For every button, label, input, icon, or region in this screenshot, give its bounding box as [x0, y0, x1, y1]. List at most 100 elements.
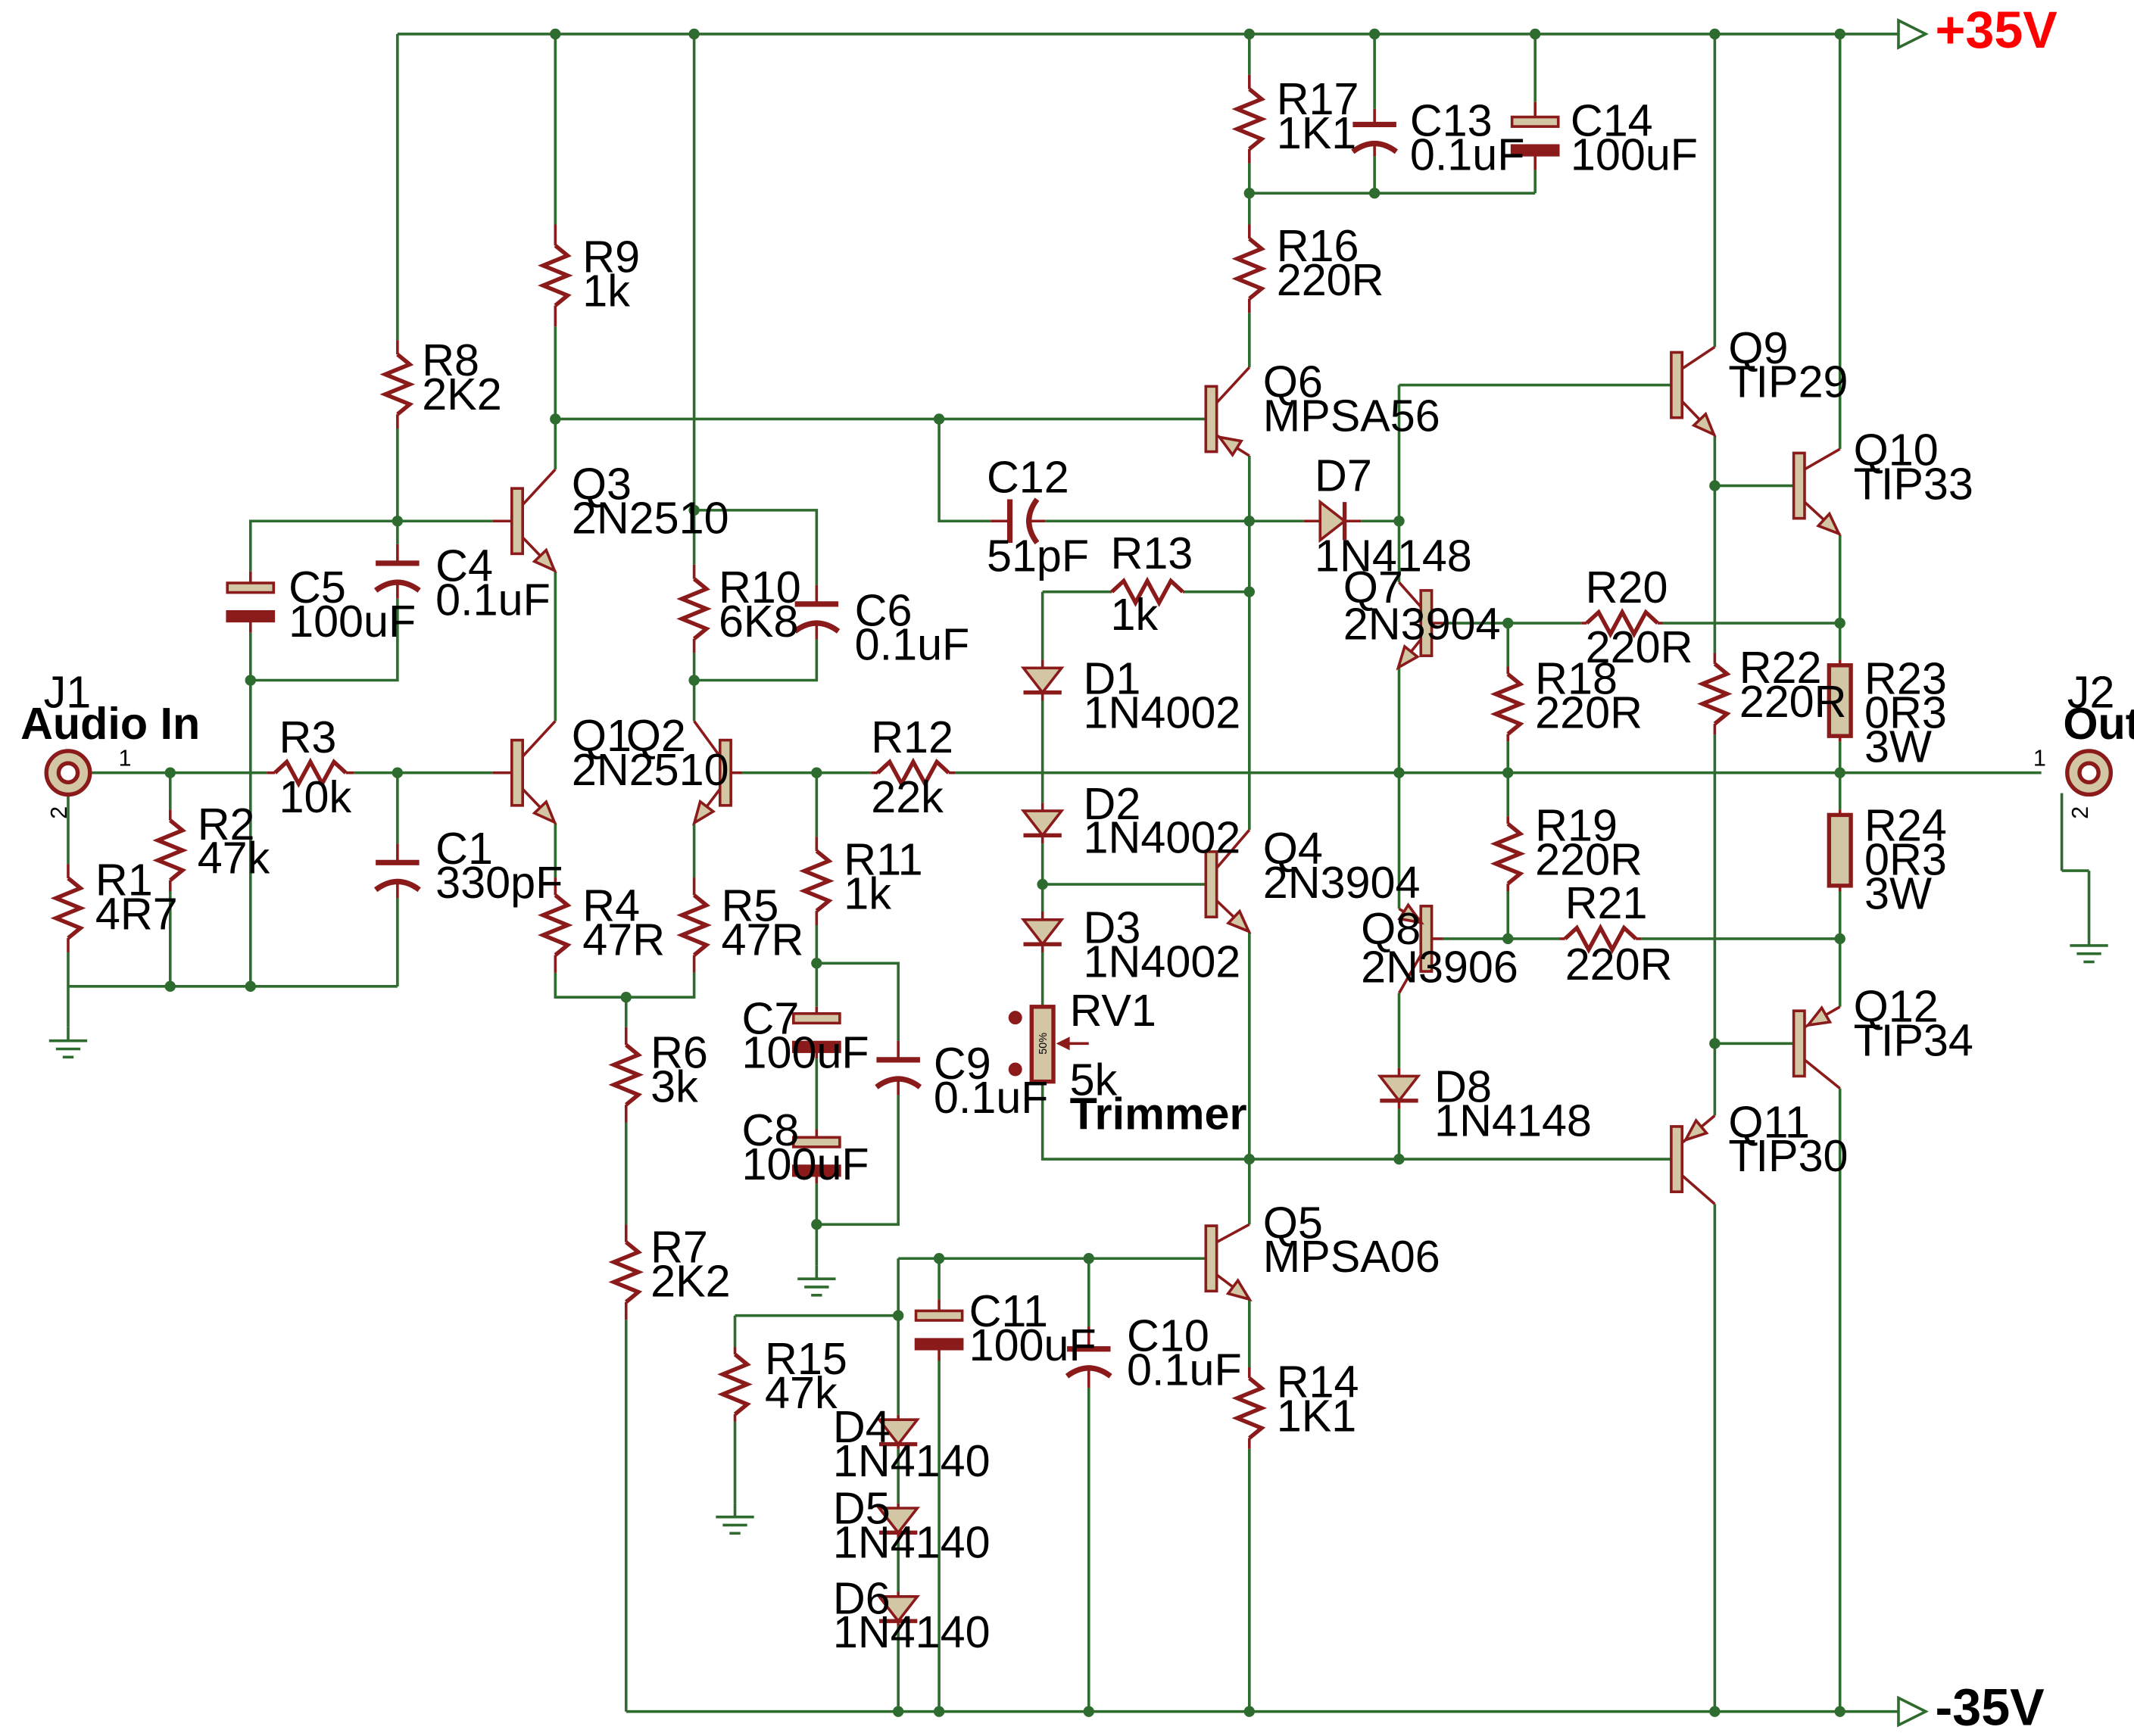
c4-value-label: 0.1uF [435, 574, 551, 625]
c11-ref-label: C11 [969, 1286, 1048, 1336]
c10-capacitor [1065, 1326, 1112, 1388]
r4-value-label: 47R [582, 915, 665, 965]
r23-resistor [1827, 659, 1853, 742]
junction-dot [933, 1253, 945, 1264]
q8-transistor [1397, 902, 1443, 994]
d6-value-label: 1N4140 [833, 1607, 991, 1657]
ground-symbol [797, 1265, 836, 1297]
r8-value-label: 2K2 [422, 369, 502, 419]
d8-diode [1377, 1067, 1421, 1109]
c7-value-label: 100uF [742, 1027, 869, 1078]
r24-resistor [1827, 809, 1853, 892]
r1-ref-label: R1 [95, 854, 153, 905]
r4-resistor [538, 877, 573, 973]
positive-rail-label: +35V [1936, 2, 2058, 59]
r12-ref-label: R12 [871, 712, 953, 762]
r23-rating-label: 3W [1864, 721, 1932, 771]
junction-dot [1083, 1253, 1094, 1264]
junction-dot [164, 980, 176, 993]
rv1-note-label: Trimmer [1070, 1089, 1247, 1139]
junction-dot [1834, 28, 1845, 40]
d4-value-label: 1N4140 [833, 1435, 991, 1486]
r2-resistor [152, 809, 189, 892]
r22-value-label: 220R [1739, 676, 1847, 727]
r10-value-label: 6K8 [719, 596, 799, 647]
junction-dot [892, 1706, 904, 1717]
d4-ref-label: D4 [833, 1401, 891, 1452]
wires [67, 18, 2091, 1728]
c4-capacitor [373, 544, 421, 599]
r24-rating-label: 3W [1864, 868, 1932, 918]
rv1-value-label: 5k [1070, 1055, 1118, 1105]
junction-dot [892, 1310, 904, 1321]
r21-ref-label: R21 [1565, 877, 1648, 928]
j2-pin2-label: 2 [2067, 806, 2093, 819]
q11-value-label: TIP30 [1728, 1130, 1848, 1181]
q8-value-label: 2N3906 [1361, 941, 1518, 992]
c12-value-label: 51pF [987, 531, 1089, 581]
r5-value-label: 47R [722, 915, 804, 965]
d2-value-label: 1N4002 [1084, 812, 1241, 863]
junction-dot [1368, 187, 1381, 199]
d1-value-label: 1N4002 [1084, 687, 1241, 737]
r11-value-label: 1k [844, 868, 891, 918]
c13-value-label: 0.1uF [1410, 129, 1525, 180]
q9-transistor [1670, 345, 1717, 438]
junction-dot [1243, 586, 1255, 597]
junction-dot [1368, 28, 1381, 40]
junction-dot [1834, 933, 1845, 945]
r16-ref-label: R16 [1277, 220, 1359, 271]
r11-resistor [799, 837, 835, 925]
r22-ref-label: R22 [1739, 642, 1822, 693]
junction-dot [1709, 28, 1721, 40]
junction-dot [1834, 767, 1845, 778]
c8-ref-label: C8 [742, 1105, 800, 1155]
junction-dot [1083, 1706, 1094, 1717]
r8-resistor [379, 340, 416, 429]
c14-value-label: 100uF [1571, 129, 1698, 180]
r9-value-label: 1k [582, 265, 630, 316]
r12-value-label: 22k [871, 771, 944, 822]
junction-dot [688, 504, 700, 516]
r10-resistor [676, 564, 712, 653]
q4-value-label: 2N3904 [1263, 857, 1421, 908]
d3-value-label: 1N4002 [1084, 936, 1241, 986]
j2-output-jack [2065, 749, 2114, 797]
junction-dot [811, 958, 822, 969]
c10-ref-label: C10 [1127, 1310, 1209, 1360]
c14-ref-label: C14 [1571, 95, 1653, 146]
d6-diode [876, 1591, 921, 1626]
q10-transistor [1792, 447, 1842, 537]
c6-value-label: 0.1uF [855, 619, 970, 670]
q4-transistor [1204, 829, 1252, 934]
r1-resistor [50, 864, 86, 952]
junction-dot [1243, 187, 1255, 199]
junction-dot [1834, 617, 1845, 629]
rv1-trimmer: 50% [1008, 1005, 1089, 1084]
r17-resistor [1231, 74, 1268, 164]
c7-capacitor [792, 1006, 841, 1059]
junction-dot [164, 767, 176, 778]
r1-value-label: 4R7 [95, 888, 178, 939]
junction-dot [1393, 516, 1405, 527]
junction-dot [1709, 1706, 1721, 1717]
junction-dot [1709, 1038, 1721, 1049]
r16-resistor [1231, 224, 1268, 313]
r21-resistor [1559, 923, 1642, 954]
j1-ref-label: J1 [44, 666, 92, 717]
r17-value-label: 1K1 [1277, 108, 1357, 158]
junction-dot [1502, 767, 1514, 778]
q9-ref-label: Q9 [1728, 323, 1788, 373]
junction-dot [1393, 1153, 1405, 1165]
c10-value-label: 0.1uF [1127, 1344, 1242, 1395]
j1-input-jack [44, 749, 92, 797]
d2-ref-label: D2 [1084, 778, 1141, 829]
r3-value-label: 10k [279, 771, 352, 822]
r8-ref-label: R8 [422, 335, 479, 385]
c7-ref-label: C7 [742, 993, 800, 1044]
c4-ref-label: C4 [435, 540, 493, 591]
j2-ref-label: J2 [2067, 666, 2115, 717]
r9-ref-label: R9 [582, 231, 640, 282]
junction-dot [811, 1219, 822, 1230]
q6-value-label: MPSA56 [1263, 391, 1440, 441]
